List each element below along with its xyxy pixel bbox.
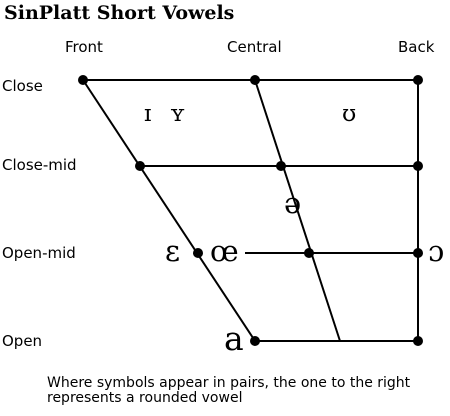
vowel-near-close-back-rounded: ʊ	[342, 101, 357, 127]
vertex-close-mid-back	[413, 161, 423, 171]
column-label-front: Front	[65, 38, 103, 56]
vertex-close-front	[78, 75, 88, 85]
vertex-close-back	[413, 75, 423, 85]
vertex-open-front	[250, 336, 260, 346]
vertex-open-back	[413, 336, 423, 346]
row-label-close: Close	[2, 77, 43, 95]
vowel-near-close-front-rounded: ʏ	[170, 101, 186, 127]
vertex-close-mid-central	[276, 161, 286, 171]
vowel-open-mid-front-rounded: œ	[210, 234, 239, 268]
vertex-close-central	[250, 75, 260, 85]
column-label-back: Back	[398, 38, 435, 56]
vertex-open-mid-front	[193, 248, 203, 258]
vowel-open-central: a	[224, 319, 244, 358]
central-line	[254, 79, 341, 342]
footnote-line-2: represents a rounded vowel	[47, 390, 243, 406]
vowel-open-mid-back-rounded: ɔ	[428, 234, 445, 268]
footnote-line-1: Where symbols appear in pairs, the one t…	[47, 375, 411, 391]
vowel-open-mid-front-unrounded: ɛ	[165, 234, 181, 268]
front-edge	[82, 79, 256, 342]
row-label-open-mid: Open-mid	[2, 244, 76, 262]
vowel-mid-central: ə	[284, 186, 302, 220]
row-label-open: Open	[2, 332, 43, 350]
chart-title: SinPlatt Short Vowels	[4, 2, 235, 24]
column-label-central: Central	[227, 38, 282, 56]
row-label-close-mid: Close-mid	[2, 156, 77, 174]
footnote: Where symbols appear in pairs, the one t…	[47, 376, 447, 406]
vowel-near-close-front-unrounded: ɪ	[144, 101, 152, 127]
vertex-open-mid-back	[413, 248, 423, 258]
vertex-open-mid-central	[304, 248, 314, 258]
vertex-close-mid-front	[135, 161, 145, 171]
